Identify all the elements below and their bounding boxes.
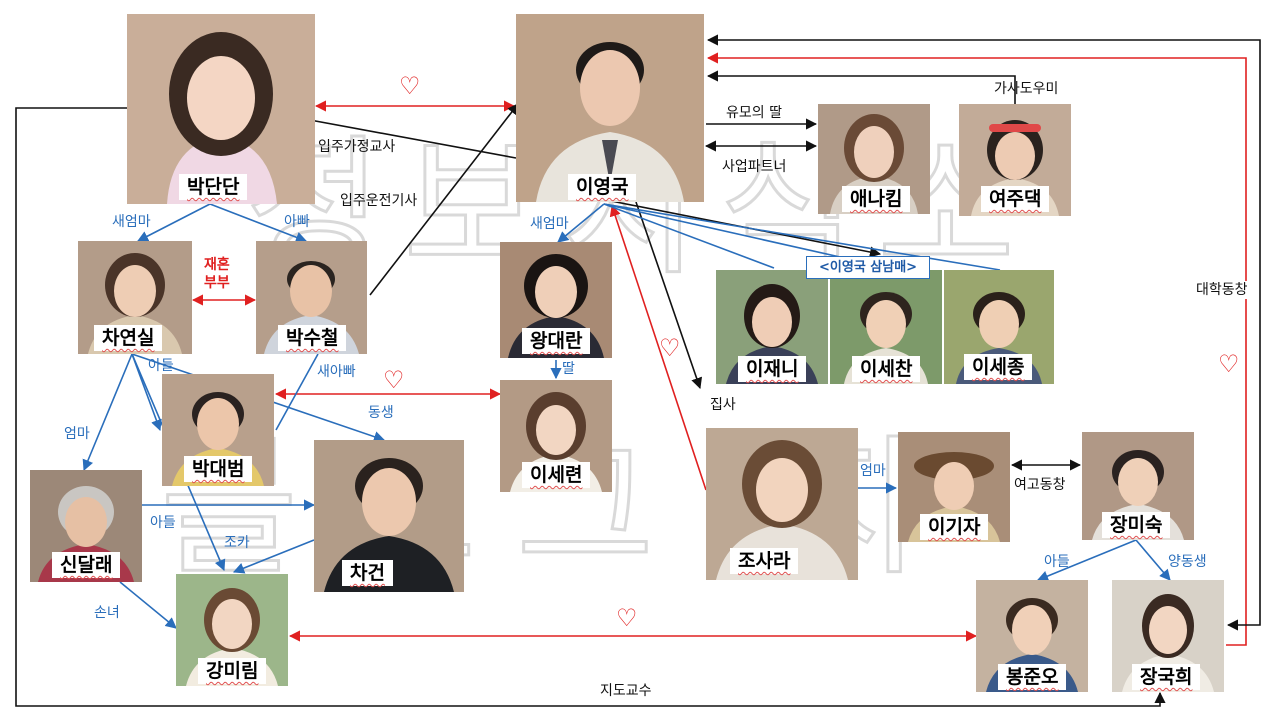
card-lee-sechan: 이세찬 [830, 270, 942, 384]
name-label: 애나킴 [842, 186, 911, 212]
name-label: 박수철 [278, 325, 347, 351]
heart-icon: ♡ [399, 72, 421, 100]
line-sucheol-daebeom [275, 353, 319, 431]
line-butler [635, 201, 703, 390]
line-younggook-sejong [603, 203, 1001, 271]
card-gang-mirim: 강미림 [176, 574, 288, 686]
name-label: 봉준오 [998, 664, 1067, 690]
line-advisor [15, 107, 1166, 707]
name-label: 왕대란 [522, 328, 591, 354]
line-dallae-mirim [119, 581, 177, 629]
relation-label-nanny-daughter: 유모의 딸 [726, 105, 782, 121]
name-label: 신달래 [52, 552, 121, 578]
line-dandan-sucheol [209, 203, 308, 243]
card-cha-geon: 차건 [314, 440, 464, 592]
card-shin-dallae: 신달래 [30, 470, 142, 582]
name-label: 박단단 [179, 174, 248, 200]
heart-icon: ♡ [616, 604, 638, 632]
line-college-classmates [706, 34, 1261, 631]
line-sara-younggook [609, 204, 707, 491]
relation-label-college-classmates: 대학동창 [1196, 281, 1248, 299]
name-label: 차건 [342, 560, 393, 586]
line-geon-mirim [232, 539, 315, 574]
relation-label-mom: 엄마 [64, 426, 90, 442]
name-label: 이세찬 [852, 356, 921, 382]
line-younggook-daeran [557, 203, 605, 243]
card-lee-jaeni: 이재니 [716, 270, 828, 384]
relation-label-housekeeper: 가사도우미 [994, 81, 1059, 97]
name-label: 이세종 [964, 354, 1033, 380]
heart-icon: ♡ [1218, 350, 1240, 378]
relation-label-son-misuk: 아들 [1044, 554, 1070, 570]
relation-label-tutor: 입주가정교사 [318, 139, 396, 155]
relation-label-remarried: 재혼 부부 [204, 257, 230, 291]
card-lee-younggook: 이영국 [516, 14, 704, 202]
heart-icon: ♡ [659, 334, 681, 362]
relation-label-son-in-law: 새아빠 [317, 364, 356, 380]
name-label: 장미숙 [1102, 512, 1171, 538]
line-misuk-juno [1036, 539, 1137, 582]
relation-label-daughter: 딸 [562, 361, 575, 377]
relation-label-mom-sara: 엄마 [860, 463, 886, 479]
relation-label-granddaughter: 손녀 [94, 605, 120, 621]
line-yeonsil-dallae [82, 353, 133, 472]
relation-label-nephew: 조카 [224, 535, 250, 551]
relation-label-business-partner: 사업파트너 [722, 159, 787, 175]
card-park-dandan: 박단단 [127, 14, 315, 204]
relation-label-stepmom: 새엄마 [112, 214, 151, 230]
line-driver [369, 103, 519, 296]
card-park-sucheol: 박수철 [256, 241, 367, 354]
line-dandan-yeonsil [137, 203, 211, 242]
card-bong-juno: 봉준오 [976, 580, 1088, 692]
card-wang-daeran: 왕대란 [500, 242, 612, 358]
card-cha-yeonsil: 차연실 [78, 241, 192, 354]
card-jang-misuk: 장미숙 [1082, 432, 1194, 540]
name-label: 박대범 [184, 456, 253, 482]
name-label: 강미림 [198, 658, 267, 684]
card-lee-seryeon: 이세련 [500, 380, 612, 492]
relation-label-butler: 집사 [710, 397, 736, 413]
relation-label-son: 아들 [148, 358, 174, 374]
name-label: 여주댁 [981, 186, 1050, 212]
heart-icon: ♡ [383, 366, 405, 394]
relation-label-younger-sister: 양동생 [1168, 554, 1207, 570]
card-lee-gija: 이기자 [898, 432, 1010, 542]
card-jo-sara: 조사라 [706, 428, 858, 580]
name-label: 차연실 [94, 325, 163, 351]
portrait-image [256, 241, 367, 354]
name-label: 이재니 [738, 356, 807, 382]
siblings-group-label: <이영국 삼남매> [806, 256, 931, 279]
line-younggook-sechan [603, 203, 881, 267]
relation-label-driver: 입주운전기사 [340, 193, 418, 209]
relation-label-dad: 아빠 [284, 214, 310, 230]
card-jang-gukhui: 장국희 [1112, 580, 1224, 692]
line-misuk-gukhui [1135, 539, 1171, 581]
card-anna-kim: 애나킴 [818, 104, 930, 214]
name-label: 조사라 [730, 548, 799, 574]
portrait-image [127, 14, 315, 204]
name-label: 이기자 [920, 514, 989, 540]
relation-label-son-dallae: 아들 [150, 515, 176, 531]
relation-label-younger-sibling: 동생 [368, 405, 394, 421]
card-lee-sejong: 이세종 [944, 270, 1054, 384]
name-label: 이영국 [568, 174, 637, 200]
name-label: 이세련 [522, 462, 591, 488]
line-housekeeper [706, 70, 1016, 104]
relation-label-stepmom-younggook: 새엄마 [530, 216, 569, 232]
card-park-daebeom: 박대범 [162, 374, 274, 486]
relation-label-girls-hs-classmates: 여고동창 [1014, 477, 1066, 493]
relation-label-advisor: 지도교수 [600, 683, 652, 699]
line-younggook-jaeni [603, 203, 775, 269]
name-label: 장국희 [1132, 664, 1201, 690]
card-yeojudaek: 여주댁 [959, 104, 1071, 216]
